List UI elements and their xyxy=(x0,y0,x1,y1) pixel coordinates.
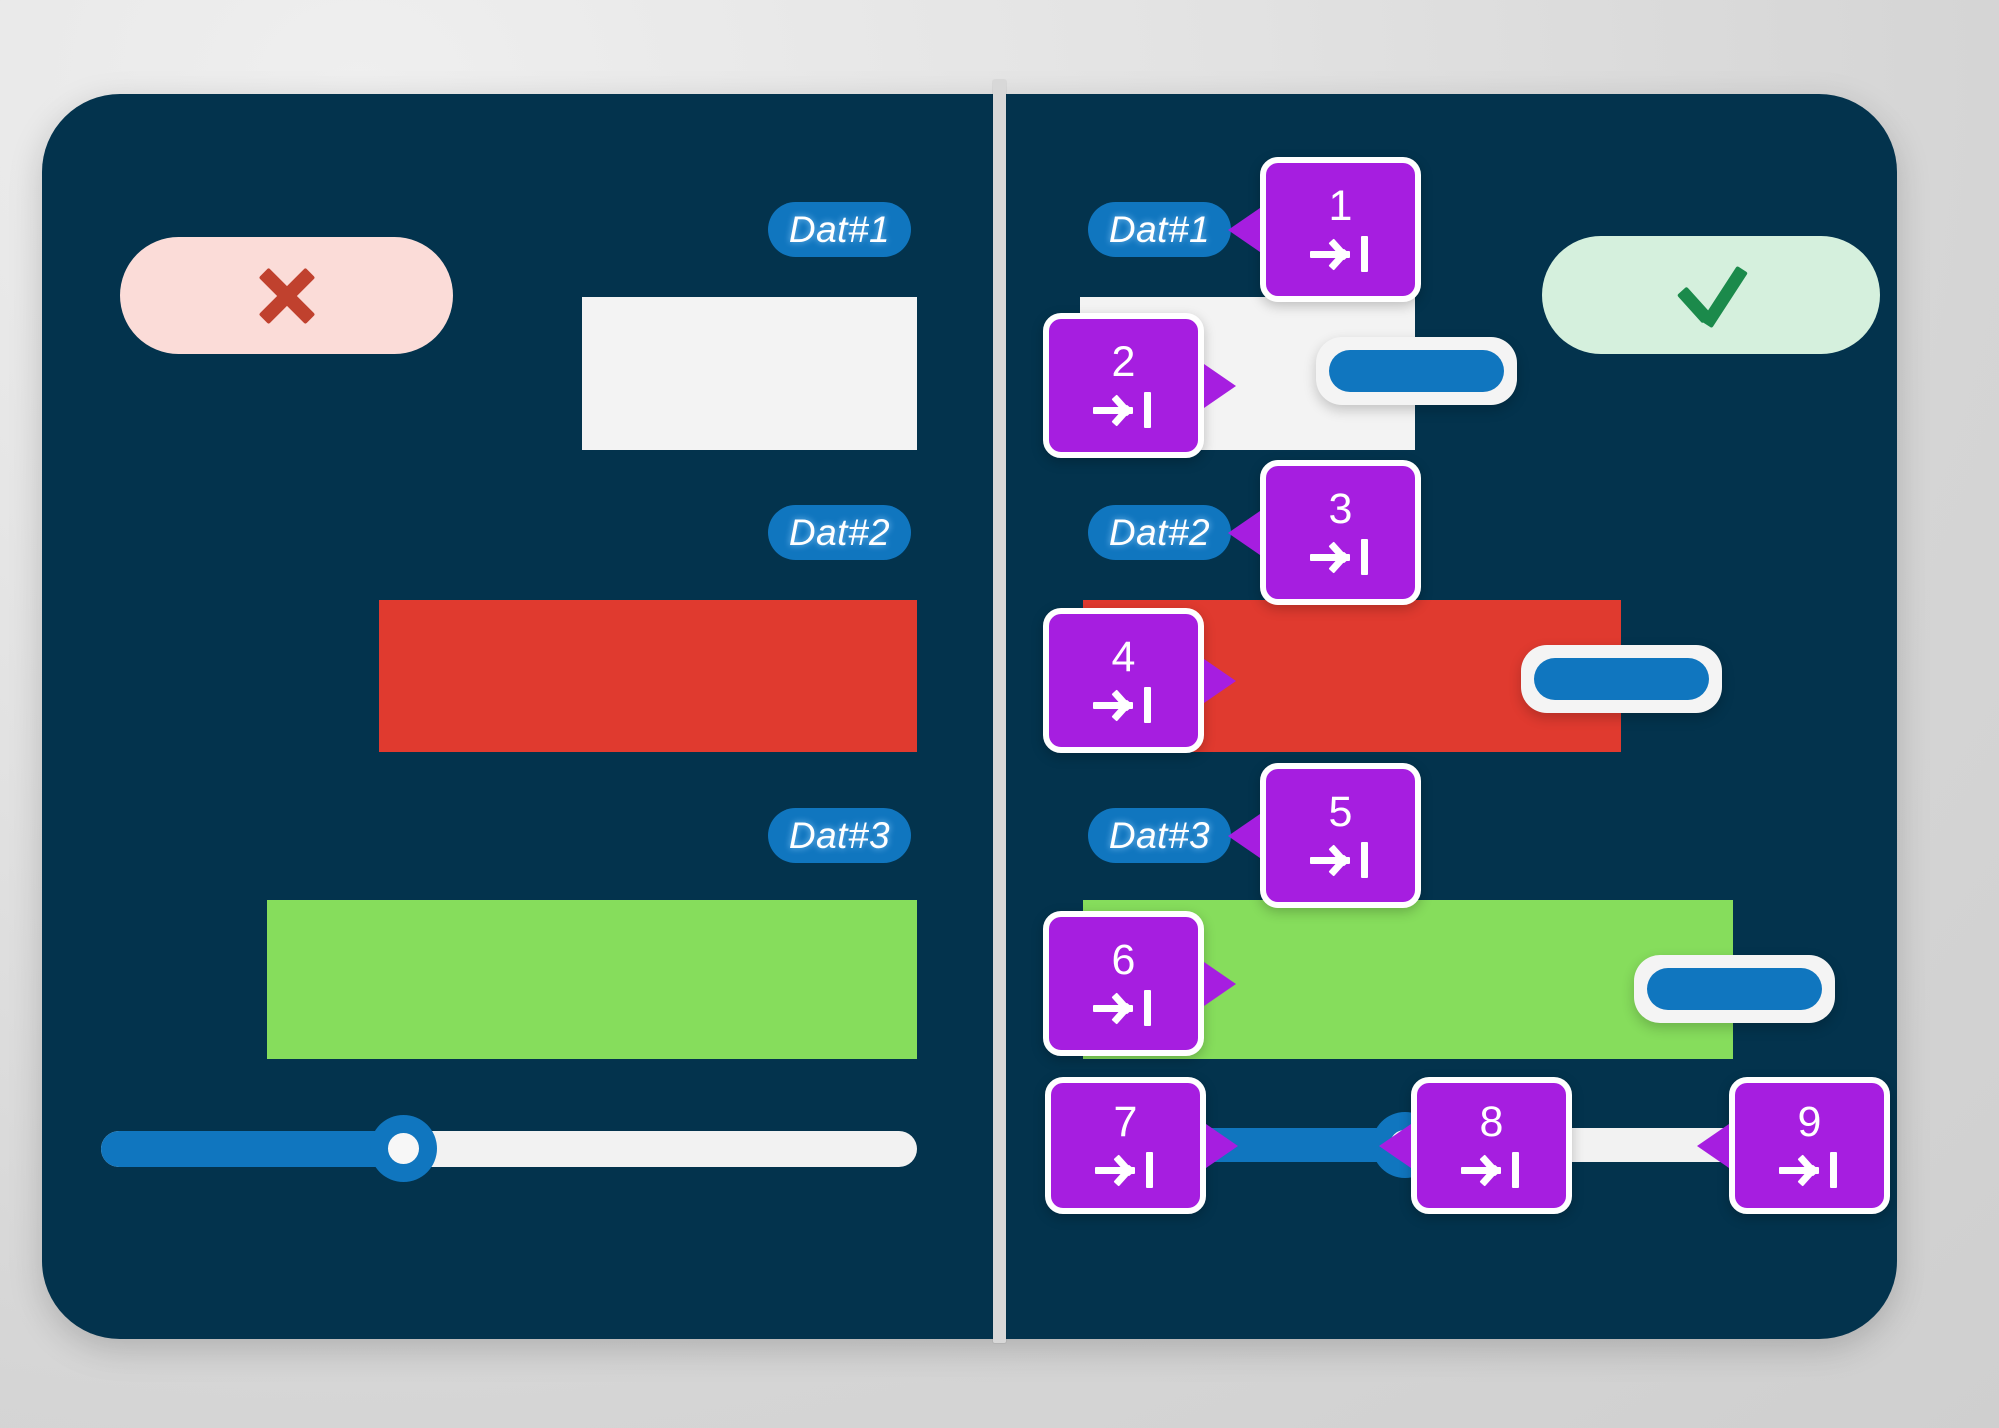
annotation-badge-4[interactable]: 4 xyxy=(1043,608,1236,753)
badge-number: 6 xyxy=(1111,936,1136,984)
badge-tail-left-icon xyxy=(1697,1123,1729,1168)
content-block-white xyxy=(582,297,917,450)
check-icon xyxy=(1674,264,1748,326)
badge-number: 8 xyxy=(1479,1098,1504,1146)
content-block-green xyxy=(267,900,917,1059)
accept-button[interactable] xyxy=(1542,236,1880,354)
tab-arrow-icon xyxy=(1460,1150,1523,1190)
badge-number: 4 xyxy=(1111,633,1136,681)
panel-divider xyxy=(993,80,1006,1343)
tab-arrow-icon xyxy=(1309,537,1372,577)
annotation-badge-3[interactable]: 3 xyxy=(1228,460,1421,605)
annotation-badge-8[interactable]: 8 xyxy=(1379,1077,1572,1214)
badge-tail-right-icon xyxy=(1204,961,1236,1006)
tab-arrow-icon xyxy=(1309,234,1372,274)
capsule-inner-fill xyxy=(1647,968,1822,1010)
capsule-inner-fill xyxy=(1329,350,1504,392)
badge-tail-left-icon xyxy=(1228,813,1260,858)
badge-number: 1 xyxy=(1328,182,1353,230)
capsule-control-3[interactable] xyxy=(1634,955,1835,1023)
badge-tail-left-icon xyxy=(1228,207,1260,252)
slider-fill xyxy=(101,1131,403,1167)
badge-tail-right-icon xyxy=(1204,363,1236,408)
tab-arrow-icon xyxy=(1778,1150,1841,1190)
badge-tail-right-icon xyxy=(1206,1123,1238,1168)
annotated-dat-label-2: Dat#2 xyxy=(1088,505,1231,560)
annotation-badge-5[interactable]: 5 xyxy=(1228,763,1421,908)
reject-button[interactable] xyxy=(120,237,453,354)
annotated-dat-label-3: Dat#3 xyxy=(1088,808,1231,863)
annotation-badge-2[interactable]: 2 xyxy=(1043,313,1236,458)
dat-label-3: Dat#3 xyxy=(768,808,911,863)
tab-arrow-icon xyxy=(1092,685,1155,725)
x-icon xyxy=(256,265,318,327)
slider-thumb[interactable] xyxy=(370,1115,437,1182)
badge-tail-left-icon xyxy=(1379,1123,1411,1168)
badge-number: 2 xyxy=(1111,338,1136,386)
badge-tail-right-icon xyxy=(1204,658,1236,703)
dat-label-2: Dat#2 xyxy=(768,505,911,560)
content-block-red xyxy=(379,600,917,752)
tab-arrow-icon xyxy=(1309,840,1372,880)
annotation-badge-1[interactable]: 1 xyxy=(1228,157,1421,302)
badge-number: 5 xyxy=(1328,788,1353,836)
dat-label-1: Dat#1 xyxy=(768,202,911,257)
badge-number: 3 xyxy=(1328,485,1353,533)
annotation-badge-7[interactable]: 7 xyxy=(1045,1077,1238,1214)
tab-arrow-icon xyxy=(1094,1150,1157,1190)
badge-number: 9 xyxy=(1797,1098,1822,1146)
annotation-badge-6[interactable]: 6 xyxy=(1043,911,1236,1056)
capsule-inner-fill xyxy=(1534,658,1709,700)
annotated-dat-label-1: Dat#1 xyxy=(1088,202,1231,257)
annotation-badge-9[interactable]: 9 xyxy=(1697,1077,1890,1214)
capsule-control-2[interactable] xyxy=(1521,645,1722,713)
tab-arrow-icon xyxy=(1092,390,1155,430)
tab-arrow-icon xyxy=(1092,988,1155,1028)
capsule-control-1[interactable] xyxy=(1316,337,1517,405)
badge-tail-left-icon xyxy=(1228,510,1260,555)
badge-number: 7 xyxy=(1113,1098,1138,1146)
